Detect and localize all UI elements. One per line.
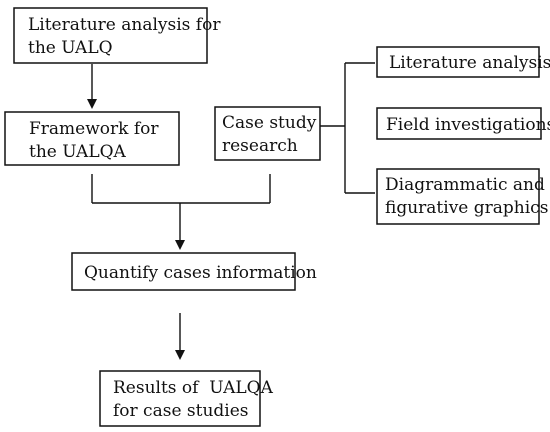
case-study-research-line1: Case study bbox=[222, 113, 317, 133]
literature-analysis-ualq-box: Literature analysis for the UALQ bbox=[13, 7, 221, 64]
framework-ualqa-box: Framework for the UALQA bbox=[4, 111, 180, 166]
method-literature-analysis-box: Literature analysis bbox=[376, 46, 550, 78]
literature-analysis-ualq-line2: the UALQ bbox=[28, 38, 113, 58]
method-field-investigations-box: Field investigations bbox=[376, 107, 550, 140]
results-ualqa-box: Results of UALQA for case studies bbox=[99, 370, 274, 427]
case-study-research-box: Case study research bbox=[214, 106, 321, 161]
framework-ualqa-line1: Framework for bbox=[29, 119, 159, 139]
method-diagrammatic-graphics-line1: Diagrammatic and bbox=[385, 175, 545, 195]
framework-ualqa-line2: the UALQA bbox=[29, 142, 127, 162]
literature-analysis-ualq-line1: Literature analysis for bbox=[28, 15, 221, 35]
case-study-research-line2: research bbox=[222, 136, 298, 156]
method-field-investigations-label: Field investigations bbox=[386, 115, 550, 135]
method-literature-analysis-label: Literature analysis bbox=[389, 53, 550, 73]
method-diagrammatic-graphics-box: Diagrammatic and figurative graphics bbox=[376, 168, 548, 225]
quantify-cases-label: Quantify cases information bbox=[84, 263, 317, 283]
results-ualqa-line2: for case studies bbox=[113, 401, 249, 421]
results-ualqa-line1: Results of UALQA bbox=[113, 378, 274, 398]
method-diagrammatic-graphics-line2: figurative graphics bbox=[385, 198, 548, 218]
quantify-cases-box: Quantify cases information bbox=[71, 252, 317, 291]
